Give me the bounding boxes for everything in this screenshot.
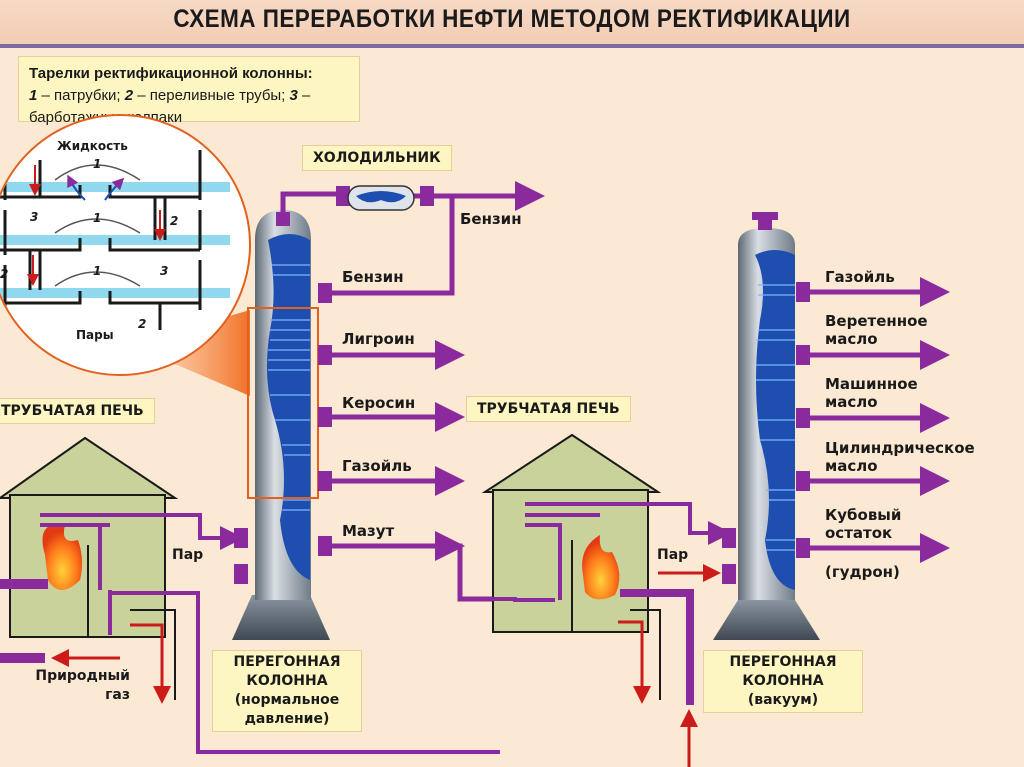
flame-icon — [42, 524, 83, 590]
legend-items: 1 – патрубки; 2 – переливные трубы; 3 – … — [29, 85, 349, 129]
header-band — [0, 0, 1024, 44]
inset-liquid-label: Жидкость — [57, 139, 128, 153]
output-fuel-oil: Мазут — [342, 522, 395, 540]
output-line: Цилиндрическое — [825, 439, 975, 457]
output-spindle-oil: Веретенное масло — [825, 312, 928, 348]
output-line: Кубовый — [825, 506, 902, 524]
caption-line: ПЕРЕГОННАЯ — [729, 654, 837, 670]
highlight-frame — [247, 307, 319, 499]
inset-marker: 3 — [160, 264, 169, 278]
legend-heading: Тарелки ректификационной колонны: — [29, 65, 313, 82]
inset-marker: 1 — [93, 211, 102, 225]
inset-marker: 2 — [138, 317, 147, 331]
output-residue: Кубовый остаток — [825, 506, 901, 542]
legend-box: Тарелки ректификационной колонны: 1 – па… — [18, 56, 360, 126]
inset-marker: 1 — [93, 264, 102, 278]
output-gasoline: Бензин — [342, 268, 404, 286]
output-line: остаток — [825, 524, 893, 542]
legend-num-3: 3 — [289, 87, 298, 104]
legend-text-2: – переливные трубы; — [137, 87, 286, 104]
output-machine-oil: Машинное масло — [825, 375, 918, 411]
caption-line: ПЕРЕГОННАЯ — [233, 654, 341, 670]
caption-line: КОЛОННА — [246, 673, 328, 689]
output-kerosene: Керосин — [342, 394, 416, 412]
column-2-caption: ПЕРЕГОННАЯ КОЛОННА (вакуум) — [703, 650, 863, 713]
output-ligroin: Лигроин — [342, 330, 415, 348]
distillation-column-1 — [232, 210, 330, 640]
column-1-caption: ПЕРЕГОННАЯ КОЛОННА (нормальное давление) — [212, 650, 362, 732]
legend-num-2: 2 — [124, 87, 134, 104]
output-line: масло — [825, 457, 878, 475]
output-tar: (гудрон) — [825, 563, 900, 581]
output-line: Веретенное — [825, 312, 928, 330]
caption-line: (нормальное — [234, 692, 340, 708]
inset-marker: 1 — [93, 157, 102, 171]
furnace-1-label: ТРУБЧАТАЯ ПЕЧЬ — [0, 398, 155, 424]
output-gasoline-cooled: Бензин — [460, 210, 522, 228]
natural-gas-label: Природный газ — [0, 667, 130, 705]
output-line: масло — [825, 330, 878, 348]
inset-marker: 3 — [30, 210, 39, 224]
natural-gas-label-line: Природный — [35, 668, 130, 684]
cooler-icon — [347, 185, 415, 211]
steam-label-2: Пар — [657, 547, 689, 563]
cooler-label: ХОЛОДИЛЬНИК — [302, 145, 452, 171]
caption-line: (вакуум) — [747, 692, 819, 708]
output-gasoil: Газойль — [342, 457, 412, 475]
output-cylinder-oil: Цилиндрическое масло — [825, 439, 975, 475]
tube-furnace-2 — [460, 433, 732, 767]
inset-marker: 2 — [170, 214, 179, 228]
output-gasoil-vacuum: Газойль — [825, 268, 895, 286]
tube-furnace-1 — [0, 436, 500, 754]
output-line: масло — [825, 393, 878, 411]
natural-gas-label-line: газ — [105, 687, 130, 703]
caption-line: давление) — [244, 711, 330, 727]
output-line: Машинное — [825, 375, 918, 393]
steam-label-1: Пар — [172, 547, 204, 563]
inset-vapor-label: Пары — [76, 328, 114, 342]
distillation-column-2 — [713, 212, 820, 640]
flame-icon — [582, 535, 620, 600]
inset-marker: 2 — [0, 267, 9, 281]
header-rule — [0, 44, 1024, 48]
legend-text-1: – патрубки; — [41, 87, 121, 104]
column-2-pipes — [800, 277, 950, 563]
page-title: СХЕМА ПЕРЕРАБОТКИ НЕФТИ МЕТОДОМ РЕКТИФИК… — [173, 5, 851, 33]
furnace-2-label: ТРУБЧАТАЯ ПЕЧЬ — [466, 396, 631, 422]
caption-line: КОЛОННА — [742, 673, 824, 689]
legend-num-1: 1 — [29, 87, 38, 104]
